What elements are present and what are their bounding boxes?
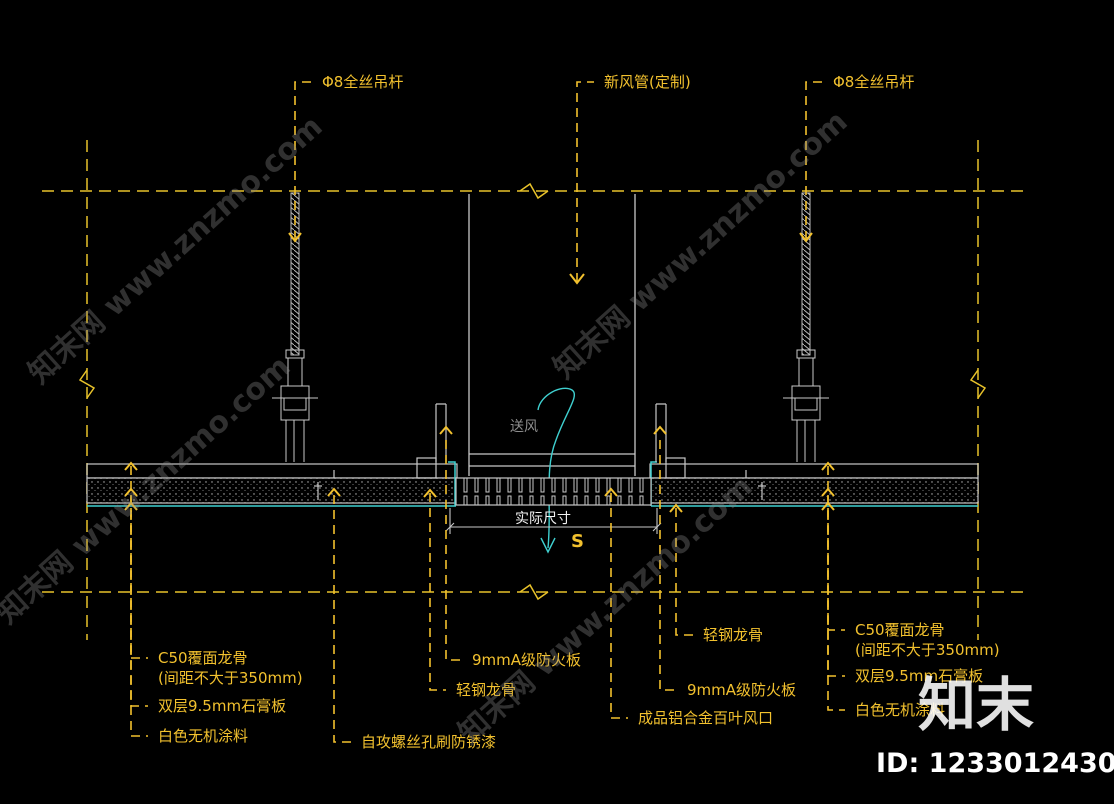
rod-right-label: Φ8全丝吊杆 [833, 73, 914, 91]
screw-hole-label: 自攻螺丝孔刷防锈漆 [361, 733, 496, 751]
break-lines [42, 140, 1030, 640]
section-mark: S [571, 531, 584, 552]
c50-right-label: C50覆面龙骨 [855, 621, 945, 639]
brand-logo-watermark: 知末 [918, 671, 1034, 739]
hanger-rod-right [783, 192, 829, 462]
id-watermark: ID: 1233012430 [876, 748, 1114, 779]
c50-right-spacing: (间距不大于350mm) [855, 641, 1000, 659]
actual-size-dimension [445, 508, 662, 534]
fireboard-left-label: 9mmA级防火板 [472, 651, 581, 669]
gypsum-right-label: 双层9.5mm石膏板 [855, 667, 983, 685]
rod-left-label: Φ8全丝吊杆 [322, 73, 403, 91]
fresh-air-duct-label: 新风管(定制) [604, 73, 691, 91]
c50-left-spacing: (间距不大于350mm) [158, 669, 303, 687]
fireboard-right-label: 9mmA级防火板 [687, 681, 796, 699]
supply-air-label: 送风 [510, 419, 538, 435]
aluminum-louver-vent [455, 477, 652, 506]
light-keel-right-label: 轻钢龙骨 [703, 626, 763, 644]
paint-right-label: 白色无机涂料 [855, 701, 945, 719]
watermark-left: 知末网 www.znzmo.com [22, 109, 329, 391]
gypsum-left-label: 双层9.5mm石膏板 [158, 697, 286, 715]
ceiling-board-right [649, 463, 979, 507]
self-tapping-screws [314, 470, 766, 500]
leader-lines [130, 81, 845, 743]
leader-arrowheads [124, 232, 835, 513]
actual-size-label: 实际尺寸 [515, 511, 571, 527]
louver-label: 成品铝合金百叶风口 [638, 709, 773, 727]
paint-left-label: 白色无机涂料 [158, 727, 248, 745]
break-symbols [78, 182, 987, 601]
c50-left-label: C50覆面龙骨 [158, 649, 248, 667]
light-keel-left-label: 轻钢龙骨 [456, 681, 516, 699]
